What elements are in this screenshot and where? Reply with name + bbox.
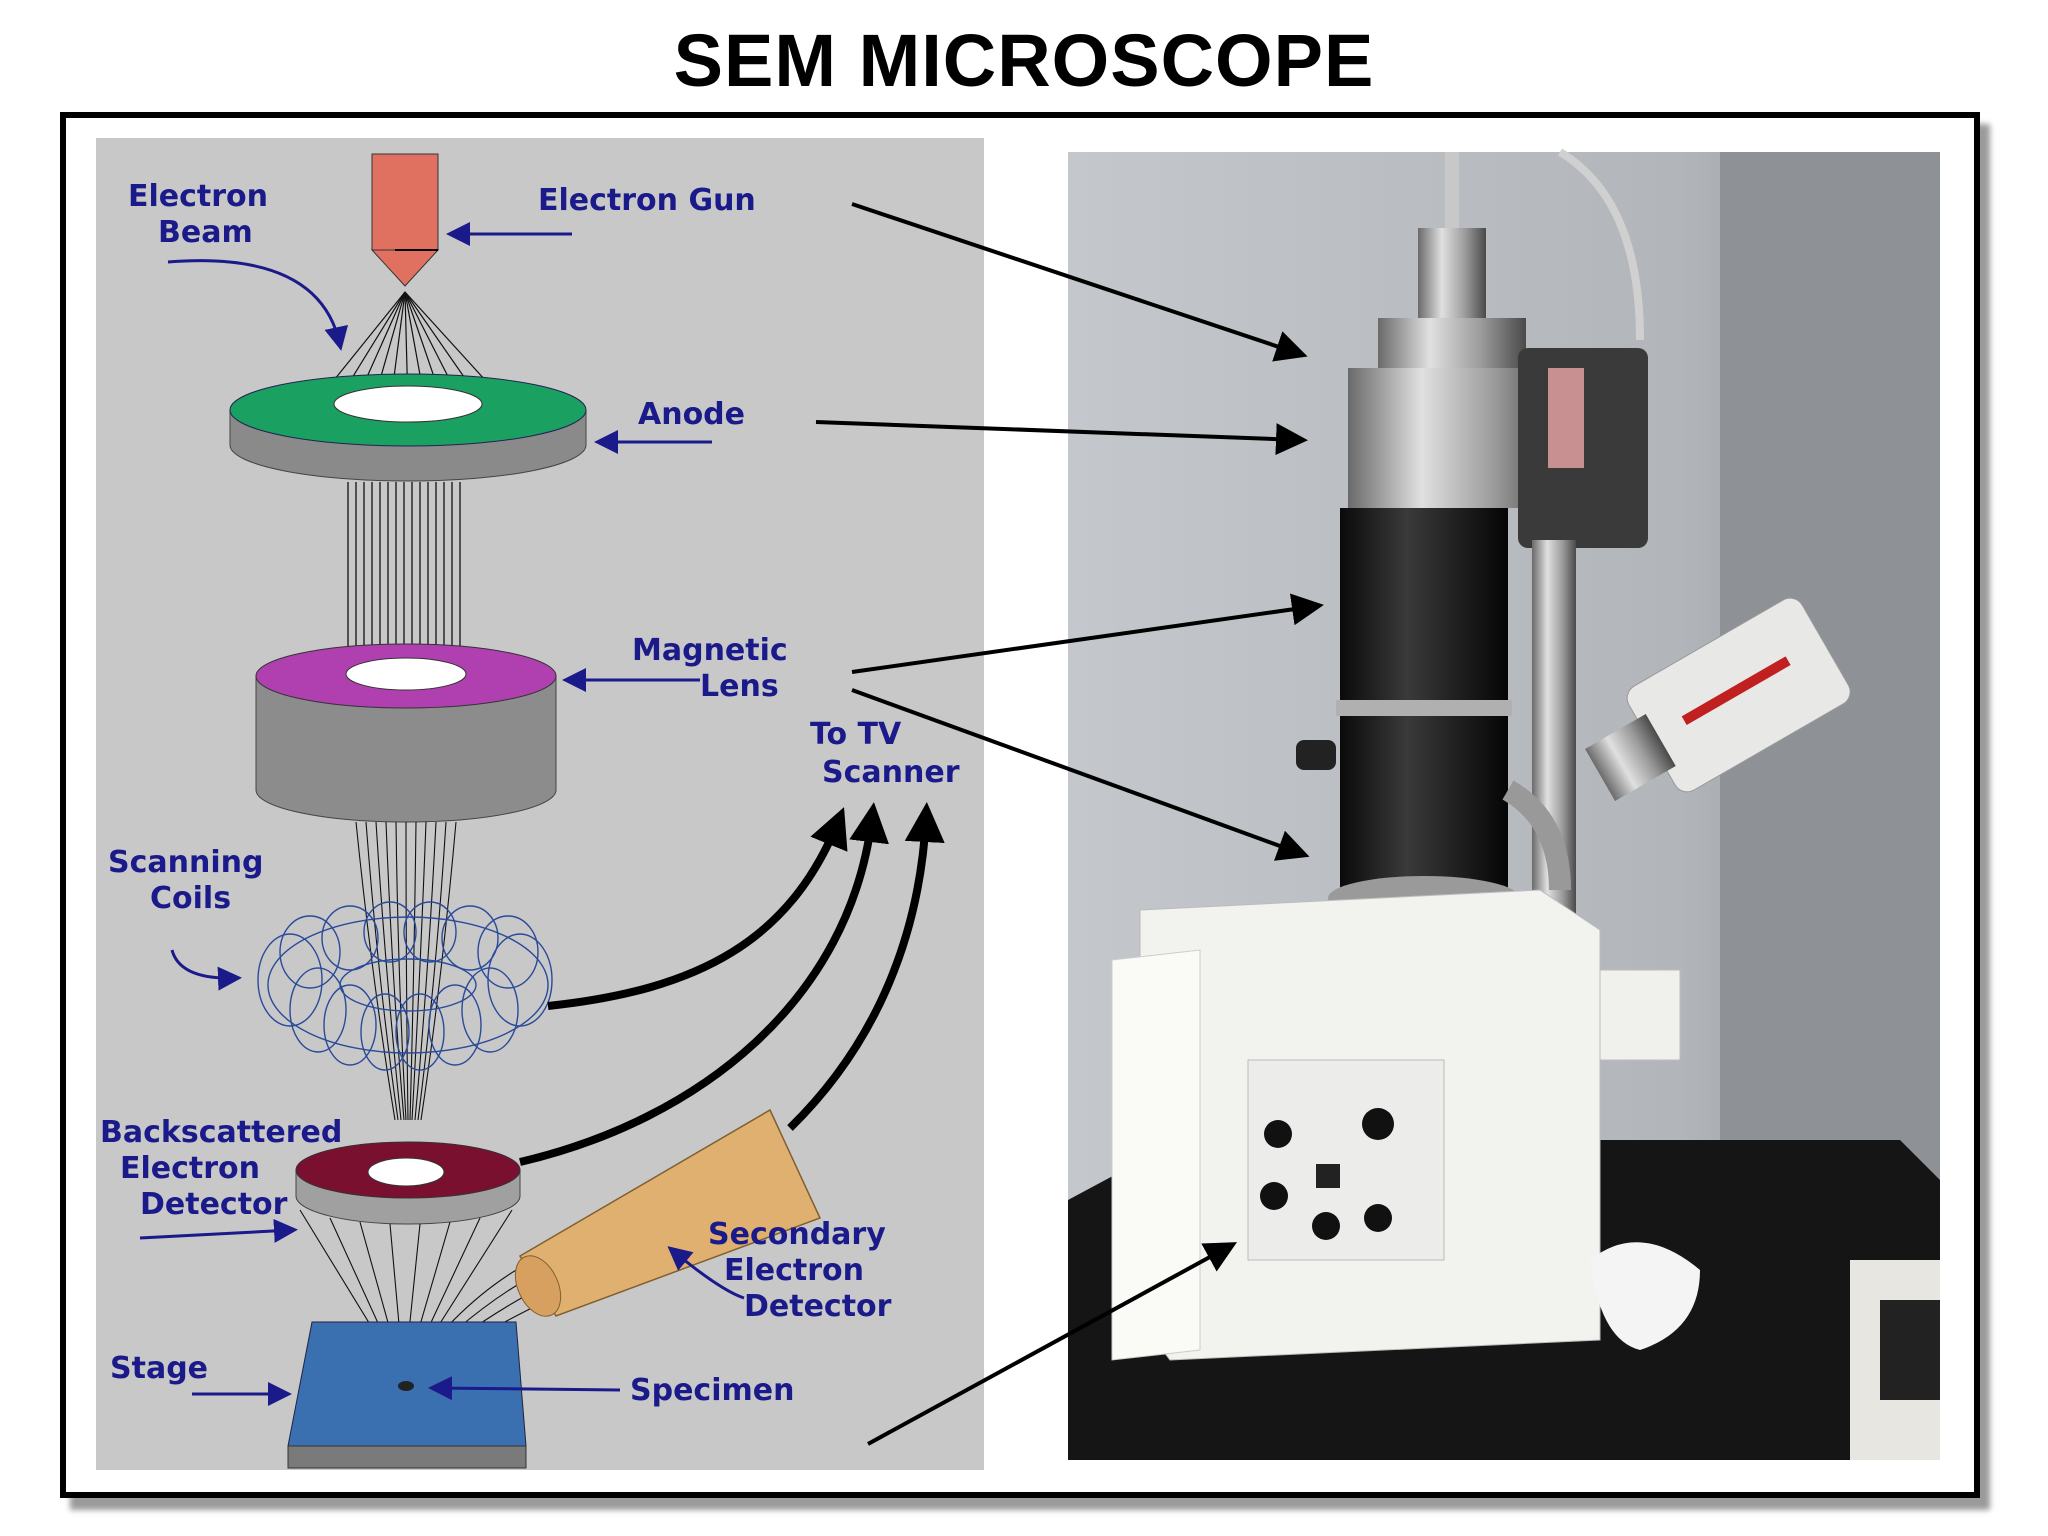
sem-photograph: [1068, 148, 1940, 1460]
link-arrows: [815, 202, 1324, 1446]
parallel-beam: [347, 482, 461, 650]
magnetic-lens: [255, 643, 557, 823]
scanning-coils: [257, 901, 553, 1071]
specimen-dot: [398, 1381, 414, 1391]
label-stage: Stage: [110, 1351, 208, 1386]
label-magnetic-lens: Magnetic Lens: [632, 633, 798, 704]
secondary-electron-detector: [514, 1108, 822, 1317]
anode-ring: [229, 373, 587, 482]
label-backscattered-detector: Backscattered Electron Detector: [100, 1115, 353, 1222]
stage: [287, 1321, 527, 1469]
focused-beam: [355, 821, 457, 1121]
electron-gun: [370, 153, 440, 287]
label-electron-beam: Electron Beam: [128, 179, 278, 250]
backscattered-detector: [295, 1141, 521, 1225]
label-anode: Anode: [638, 397, 745, 432]
page-title: SEM MICROSCOPE: [673, 19, 1375, 102]
label-to-tv-scanner: To TV Scanner: [810, 717, 960, 790]
pointer-arrows: [139, 222, 745, 1406]
label-specimen: Specimen: [630, 1373, 794, 1408]
tv-scanner-arrows: [519, 802, 945, 1166]
label-electron-gun: Electron Gun: [538, 183, 756, 218]
label-scanning-coils: Scanning Coils: [108, 845, 274, 916]
label-secondary-detector: Secondary Electron Detector: [708, 1217, 896, 1324]
